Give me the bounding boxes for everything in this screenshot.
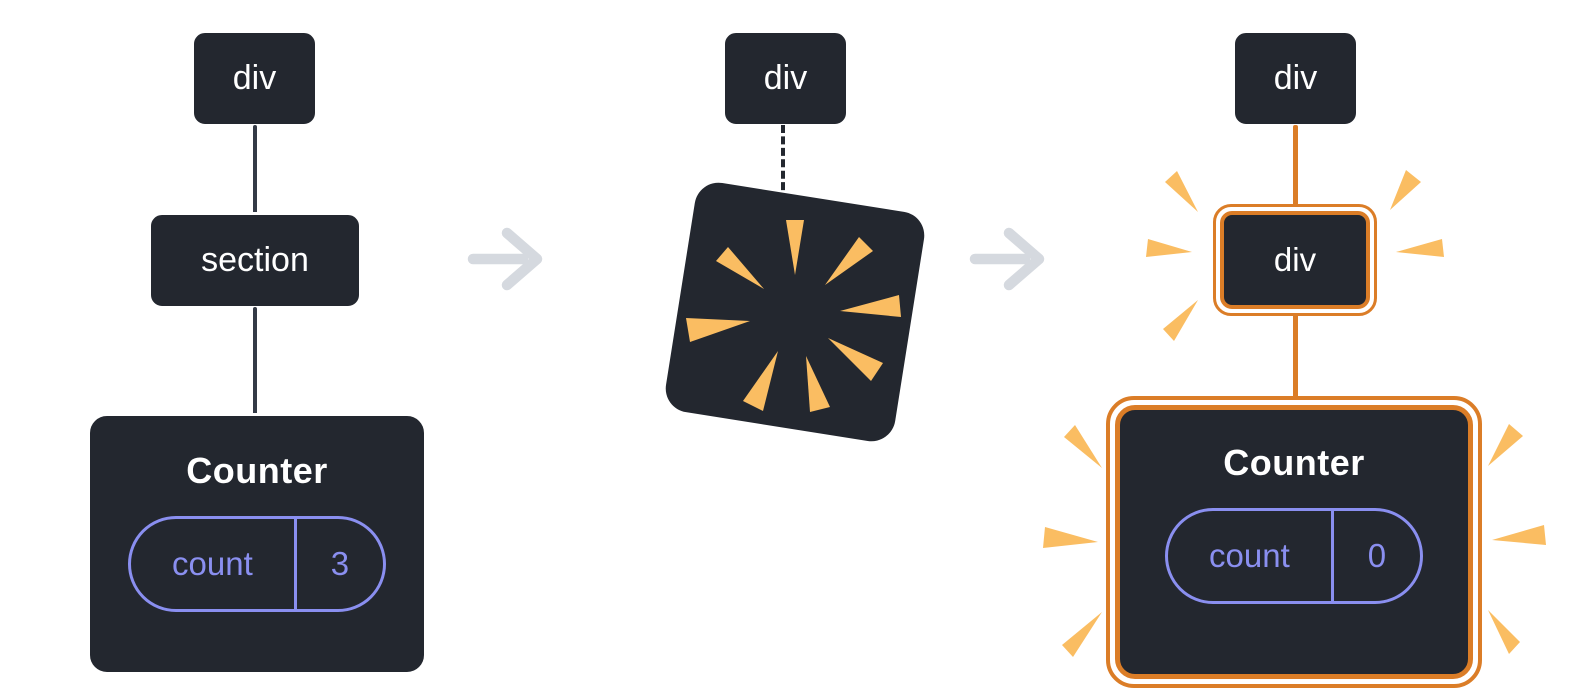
tree-before-section-node: section: [148, 212, 362, 309]
counter-title: Counter: [186, 450, 328, 491]
state-key-label: count: [1209, 537, 1290, 574]
connector-root-to-new-div: [1293, 125, 1298, 206]
new-div-node: div: [1220, 211, 1370, 309]
destroyed-subtree: [655, 167, 935, 457]
counter-component-after-highlight: Counter count 0: [1106, 396, 1482, 688]
explosion-sparks-icon: [686, 220, 901, 412]
new-div-node-label: div: [1273, 241, 1317, 278]
counter-component-after: Counter count 0: [1115, 405, 1473, 679]
arrow-right-icon: [969, 227, 1045, 291]
state-pill: count 0: [1165, 508, 1423, 604]
tree-before-root-node: div: [191, 30, 318, 127]
state-value-label: 0: [1330, 511, 1420, 601]
connector-removed-dashed: [781, 125, 785, 213]
root-node-label: div: [763, 59, 808, 97]
tree-after-root-node: div: [1232, 30, 1359, 127]
connector-new-div-to-counter: [1293, 314, 1298, 398]
counter-title: Counter: [1223, 442, 1365, 483]
tree-during-root-node: div: [722, 30, 849, 127]
state-key-label: count: [172, 545, 253, 582]
connector-section-to-counter: [253, 307, 257, 415]
new-div-node-highlight: div: [1213, 204, 1377, 316]
section-node-label: section: [201, 241, 309, 279]
connector-root-to-section: [253, 125, 257, 214]
counter-component-before: Counter count 3: [87, 413, 427, 675]
root-node-label: div: [1273, 59, 1318, 97]
state-pill: count 3: [128, 516, 386, 612]
state-value-label: 3: [293, 519, 383, 609]
arrow-right-icon: [467, 227, 543, 291]
root-node-label: div: [232, 59, 277, 97]
